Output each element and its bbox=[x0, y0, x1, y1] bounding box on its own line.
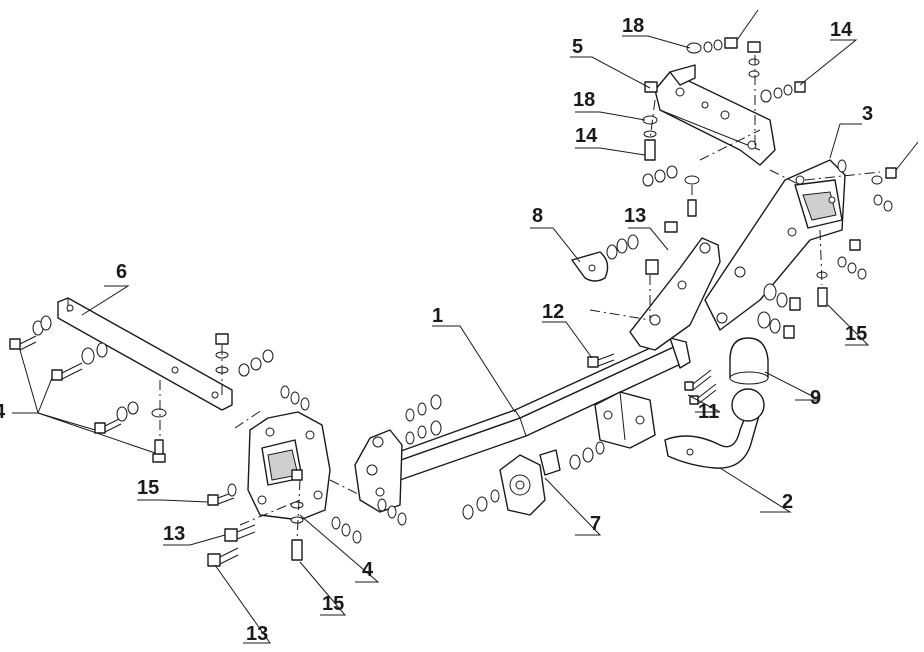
assembly-centerlines bbox=[159, 55, 881, 541]
label-part-14-left: 14 bbox=[575, 125, 598, 147]
towball-2 bbox=[664, 388, 765, 469]
label-part-9: 9 bbox=[810, 387, 821, 409]
beam-right-bracket bbox=[629, 237, 721, 351]
label-part-7: 7 bbox=[590, 513, 601, 535]
label-part-8: 8 bbox=[532, 205, 543, 227]
label-part-18-left: 18 bbox=[573, 89, 595, 111]
label-part-18-top: 18 bbox=[622, 15, 644, 37]
label-part-3: 3 bbox=[862, 103, 873, 125]
bar-bracket-5 bbox=[654, 64, 776, 166]
label-part-15-left: 15 bbox=[137, 477, 159, 499]
label-part-4-left: 4 bbox=[0, 401, 6, 423]
label-part-12: 12 bbox=[542, 301, 564, 323]
socket-plate-7 bbox=[499, 449, 561, 516]
label-part-15-right: 15 bbox=[845, 323, 867, 345]
label-part-13-bottom: 13 bbox=[246, 623, 268, 645]
label-part-15-bottom: 15 bbox=[322, 593, 344, 615]
leader-lines bbox=[12, 35, 870, 644]
label-part-14-right: 14 bbox=[830, 19, 853, 41]
label-part-6: 6 bbox=[116, 261, 127, 283]
label-part-5: 5 bbox=[572, 36, 583, 58]
beam-left-bracket bbox=[354, 429, 403, 513]
ball-cap-9 bbox=[729, 337, 769, 385]
side-plate-4 bbox=[247, 411, 331, 521]
label-part-11: 11 bbox=[698, 401, 719, 423]
label-part-2: 2 bbox=[782, 491, 793, 513]
part-labels: 1 2 3 4 4 5 6 7 8 9 11 12 13 13 13 14 14… bbox=[0, 15, 873, 645]
label-part-1: 1 bbox=[432, 305, 443, 327]
label-part-13-center: 13 bbox=[624, 205, 646, 227]
side-bar-6 bbox=[57, 297, 233, 411]
washer-8 bbox=[571, 251, 609, 282]
ball-clamp-housing bbox=[594, 391, 656, 449]
label-part-13-left: 13 bbox=[163, 523, 185, 545]
label-part-4-plate: 4 bbox=[362, 559, 374, 581]
side-bracket-3 bbox=[704, 159, 846, 331]
